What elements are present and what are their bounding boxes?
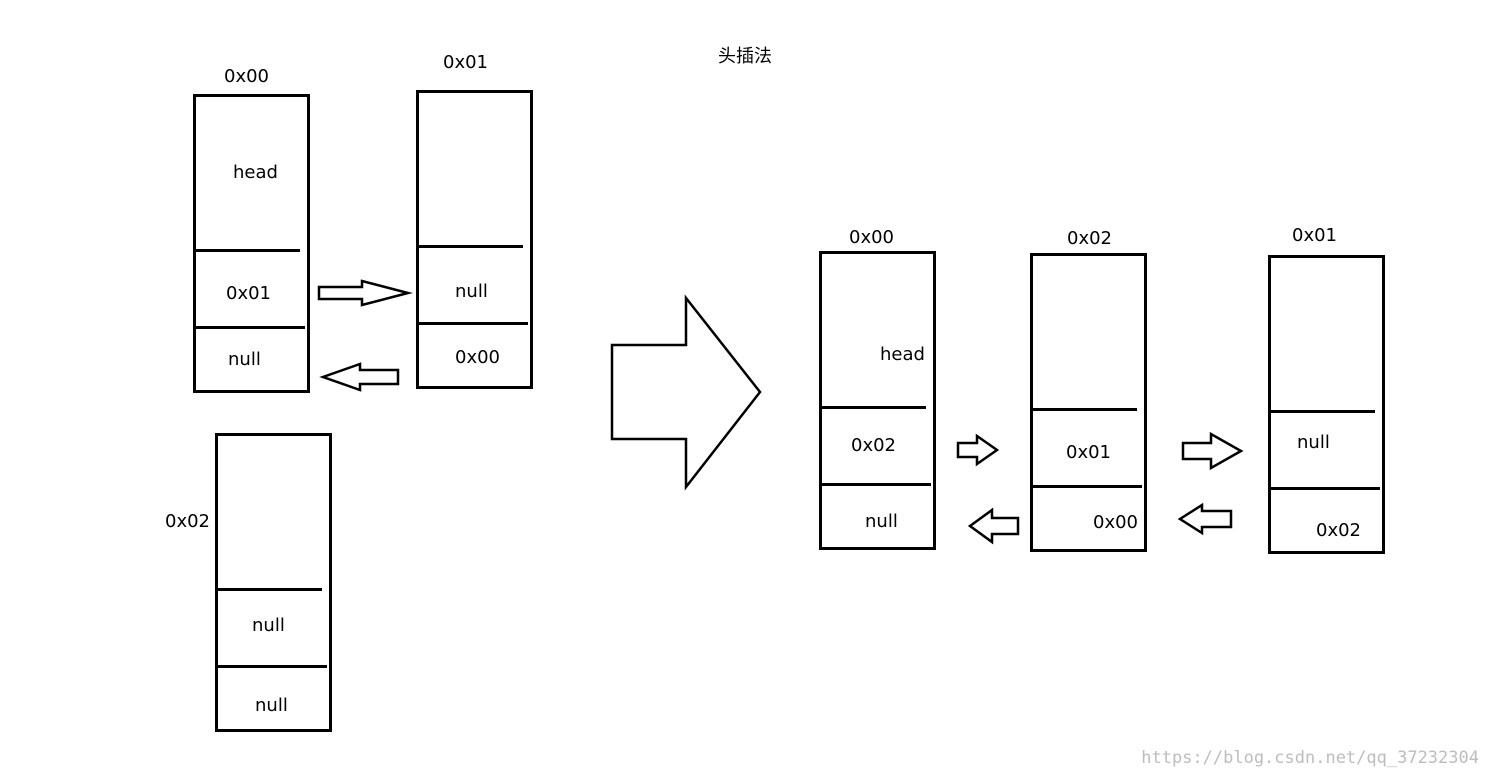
before-node-02-next: null xyxy=(252,615,285,636)
before-node-01-divider-2 xyxy=(419,322,528,325)
before-node-02-divider-1 xyxy=(218,588,322,591)
after-node-01-divider-1 xyxy=(1271,410,1375,413)
after-node-00 xyxy=(819,251,936,550)
transition-arrow-icon xyxy=(610,294,762,491)
before-node-01-addr: 0x01 xyxy=(443,52,489,73)
before-node-02-prev: null xyxy=(255,695,288,716)
before-node-02-divider-2 xyxy=(218,665,327,668)
before-node-00-prev: null xyxy=(228,349,261,370)
diagram-title: 头插法 xyxy=(718,46,772,67)
before-node-01 xyxy=(416,90,533,389)
after-node-02 xyxy=(1030,253,1147,552)
after-node-01 xyxy=(1268,255,1385,554)
after-node-01-divider-2 xyxy=(1271,487,1380,490)
before-node-02 xyxy=(215,433,332,732)
before-node-01-divider-1 xyxy=(419,245,523,248)
after-node-01-prev: 0x02 xyxy=(1316,520,1362,541)
before-node-00-divider-2 xyxy=(196,326,305,329)
before-node-00-head-label: head xyxy=(233,162,278,183)
after-node-00-prev: null xyxy=(865,511,898,532)
after-node-00-next: 0x02 xyxy=(851,435,897,456)
after-arrow-right-2-icon xyxy=(1181,431,1244,471)
before-node-00-next: 0x01 xyxy=(226,283,272,304)
after-node-00-head-label: head xyxy=(880,344,925,365)
after-arrow-right-1-icon xyxy=(956,433,1000,467)
after-node-02-next: 0x01 xyxy=(1066,442,1112,463)
before-node-01-next: null xyxy=(455,281,488,302)
before-node-02-addr: 0x02 xyxy=(165,511,211,532)
watermark: https://blog.csdn.net/qq_37232304 xyxy=(1141,748,1479,768)
after-node-00-addr: 0x00 xyxy=(849,227,895,248)
before-arrow-right-icon xyxy=(317,279,413,307)
after-node-01-addr: 0x01 xyxy=(1292,225,1338,246)
after-node-02-prev: 0x00 xyxy=(1093,512,1139,533)
after-arrow-left-2-icon xyxy=(1177,502,1233,536)
after-node-00-divider-2 xyxy=(822,483,931,486)
after-node-02-addr: 0x02 xyxy=(1067,228,1113,249)
after-node-01-next: null xyxy=(1297,432,1330,453)
after-node-02-divider-1 xyxy=(1033,408,1137,411)
before-arrow-left-icon xyxy=(319,362,400,392)
before-node-00 xyxy=(193,94,310,393)
before-node-00-divider-1 xyxy=(196,249,300,252)
after-arrow-left-1-icon xyxy=(967,507,1020,545)
after-node-00-divider-1 xyxy=(822,406,926,409)
before-node-00-addr: 0x00 xyxy=(224,66,270,87)
before-node-01-prev: 0x00 xyxy=(455,347,501,368)
after-node-02-divider-2 xyxy=(1033,485,1142,488)
